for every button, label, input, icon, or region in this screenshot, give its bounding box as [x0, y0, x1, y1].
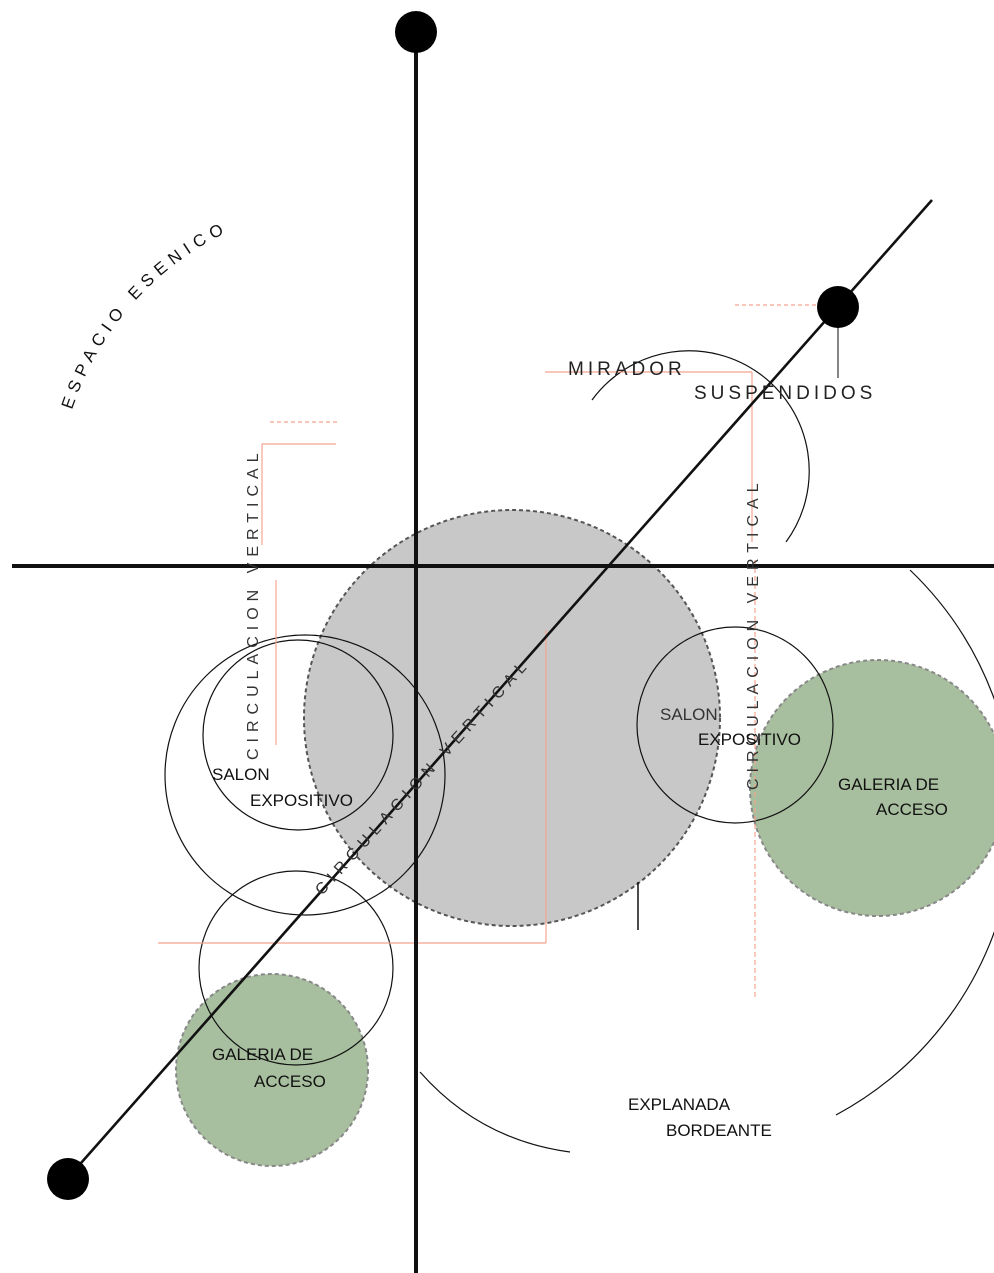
salon-right-circle	[636, 626, 834, 824]
circ-vertical-right-label: CIRCULACION VERTICAL	[745, 477, 762, 790]
galeria-left-label: GALERIA DE	[212, 1045, 313, 1064]
salon-left-label: SALON	[212, 765, 270, 784]
salon-left-inner-circle	[202, 639, 394, 831]
galeria-right-label: GALERIA DE	[838, 775, 939, 794]
espacio-esenico-label: ESPACIO ESENICO	[58, 217, 232, 411]
lower-left-circle	[198, 870, 394, 1066]
node-bottom-left	[47, 1158, 89, 1200]
salon-right-label: SALON	[660, 705, 718, 724]
node-mirador	[817, 286, 859, 328]
salon-right-expositivo-label: EXPOSITIVO	[698, 730, 801, 749]
galeria-right-acceso-label: ACCESO	[876, 800, 948, 819]
bordeante-label: BORDEANTE	[666, 1121, 772, 1140]
green-zone-right	[749, 659, 994, 917]
circ-vertical-left-label: CIRCULACION VERTICAL	[245, 447, 262, 760]
guide-lines	[158, 304, 832, 1000]
green-zone-left	[175, 973, 369, 1167]
explanada-arc-right	[835, 569, 994, 1116]
mirador-arc	[591, 350, 810, 543]
explanada-label: EXPLANADA	[628, 1095, 731, 1114]
mirador-label: MIRADOR	[568, 359, 686, 380]
node-top	[395, 11, 437, 53]
galeria-left-acceso-label: ACCESO	[254, 1072, 326, 1091]
central-gray-zone	[303, 509, 721, 927]
explanada-arc-bottom	[419, 1071, 571, 1153]
diagonal-axis	[65, 199, 933, 1181]
salon-left-expositivo-label: EXPOSITIVO	[250, 791, 353, 810]
suspendidos-label: SUSPENDIDOS	[694, 383, 876, 404]
salon-left-outer-circle	[164, 634, 446, 916]
